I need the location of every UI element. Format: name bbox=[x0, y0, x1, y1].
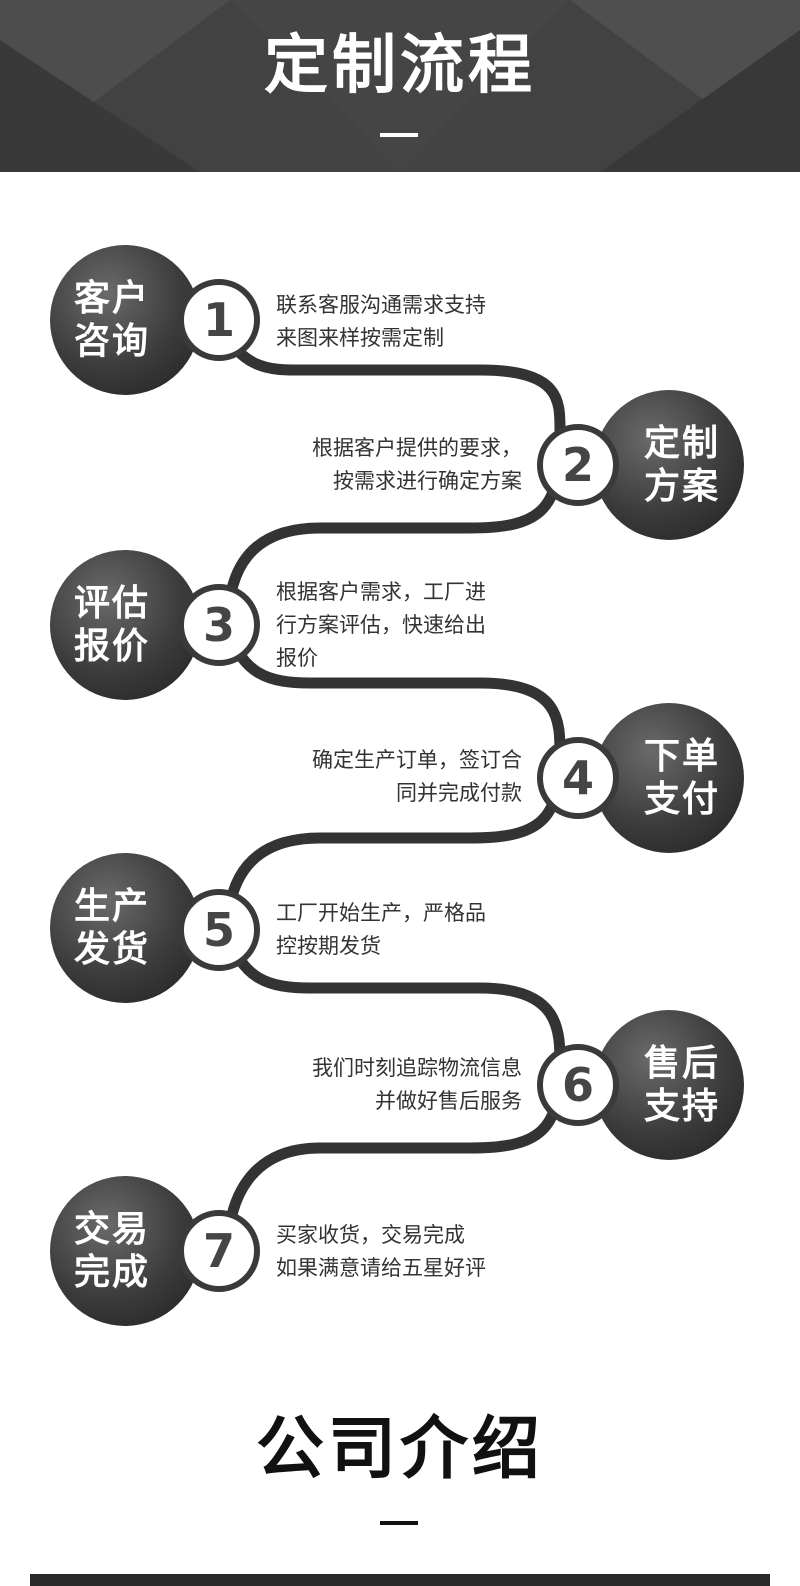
step-7-number: 7 bbox=[178, 1210, 260, 1292]
step-1-desc-line2: 来图来样按需定制 bbox=[276, 326, 444, 350]
step-3-label: 评估 报价 bbox=[50, 550, 200, 700]
header-banner: 定制流程 bbox=[0, 0, 800, 172]
step-7-desc-line2: 如果满意请给五星好评 bbox=[276, 1256, 486, 1280]
step-1-description: 联系客服沟通需求支持 来图来样按需定制 bbox=[276, 289, 536, 355]
step-1-label: 客户 咨询 bbox=[50, 245, 200, 395]
step-3-number: 3 bbox=[178, 584, 260, 666]
step-6-label: 售后 支持 bbox=[594, 1010, 744, 1160]
step-5-label-line1: 生产 bbox=[73, 886, 150, 927]
step-6-number: 6 bbox=[537, 1044, 619, 1126]
header-background bbox=[0, 0, 800, 172]
step-2-desc-line1: 根据客户提供的要求， bbox=[312, 436, 522, 460]
step-5-desc-line1: 工厂开始生产，严格品 bbox=[276, 901, 486, 925]
step-7-label: 交易 完成 bbox=[50, 1176, 200, 1326]
step-5-desc-line2: 控按期发货 bbox=[276, 934, 381, 958]
step-4-desc-line2: 同并完成付款 bbox=[396, 781, 522, 805]
step-2-desc-line2: 按需求进行确定方案 bbox=[333, 469, 522, 493]
step-5-label-line2: 发货 bbox=[73, 929, 150, 970]
step-7-description: 买家收货，交易完成 如果满意请给五星好评 bbox=[276, 1219, 536, 1285]
step-6-desc-line1: 我们时刻追踪物流信息 bbox=[312, 1056, 522, 1080]
title-divider bbox=[380, 133, 418, 137]
step-5-number: 5 bbox=[178, 889, 260, 971]
step-2-label-line1: 定制 bbox=[643, 423, 720, 464]
step-4-description: 确定生产订单，签订合 同并完成付款 bbox=[262, 744, 522, 810]
step-3-desc-line1: 根据客户需求，工厂进 bbox=[276, 580, 486, 604]
step-7-label-line2: 完成 bbox=[73, 1252, 150, 1293]
step-2-label-line2: 方案 bbox=[643, 466, 720, 507]
step-6-description: 我们时刻追踪物流信息 并做好售后服务 bbox=[262, 1052, 522, 1118]
step-1-label-line2: 咨询 bbox=[73, 321, 150, 362]
step-4-label-line2: 支付 bbox=[643, 779, 720, 820]
step-4-label-line1: 下单 bbox=[643, 736, 720, 777]
step-6-desc-line2: 并做好售后服务 bbox=[375, 1089, 522, 1113]
step-4-desc-line1: 确定生产订单，签订合 bbox=[312, 748, 522, 772]
step-1-desc-line1: 联系客服沟通需求支持 bbox=[276, 293, 486, 317]
step-4-label: 下单 支付 bbox=[594, 703, 744, 853]
step-6-label-line2: 支持 bbox=[643, 1086, 720, 1127]
step-3-label-line2: 报价 bbox=[73, 626, 150, 667]
step-7-label-line1: 交易 bbox=[73, 1209, 150, 1250]
step-7-desc-line1: 买家收货，交易完成 bbox=[276, 1223, 465, 1247]
step-3-desc-line2: 行方案评估，快速给出 bbox=[276, 613, 486, 637]
step-4-number: 4 bbox=[537, 737, 619, 819]
step-1-number: 1 bbox=[178, 279, 260, 361]
step-3-label-line1: 评估 bbox=[73, 583, 150, 624]
step-5-label: 生产 发货 bbox=[50, 853, 200, 1003]
page-title: 定制流程 bbox=[264, 29, 536, 103]
step-2-number: 2 bbox=[537, 424, 619, 506]
step-3-description: 根据客户需求，工厂进 行方案评估，快速给出 报价 bbox=[276, 576, 536, 675]
next-section-edge bbox=[30, 1574, 770, 1586]
step-2-label: 定制 方案 bbox=[594, 390, 744, 540]
step-2-description: 根据客户提供的要求， 按需求进行确定方案 bbox=[262, 432, 522, 498]
section-title-company-intro: 公司介绍 bbox=[255, 1410, 544, 1489]
section-divider bbox=[380, 1521, 418, 1525]
step-3-desc-line3: 报价 bbox=[276, 646, 318, 670]
step-6-label-line1: 售后 bbox=[643, 1043, 720, 1084]
step-1-label-line1: 客户 bbox=[73, 278, 150, 319]
step-5-description: 工厂开始生产，严格品 控按期发货 bbox=[276, 897, 536, 963]
